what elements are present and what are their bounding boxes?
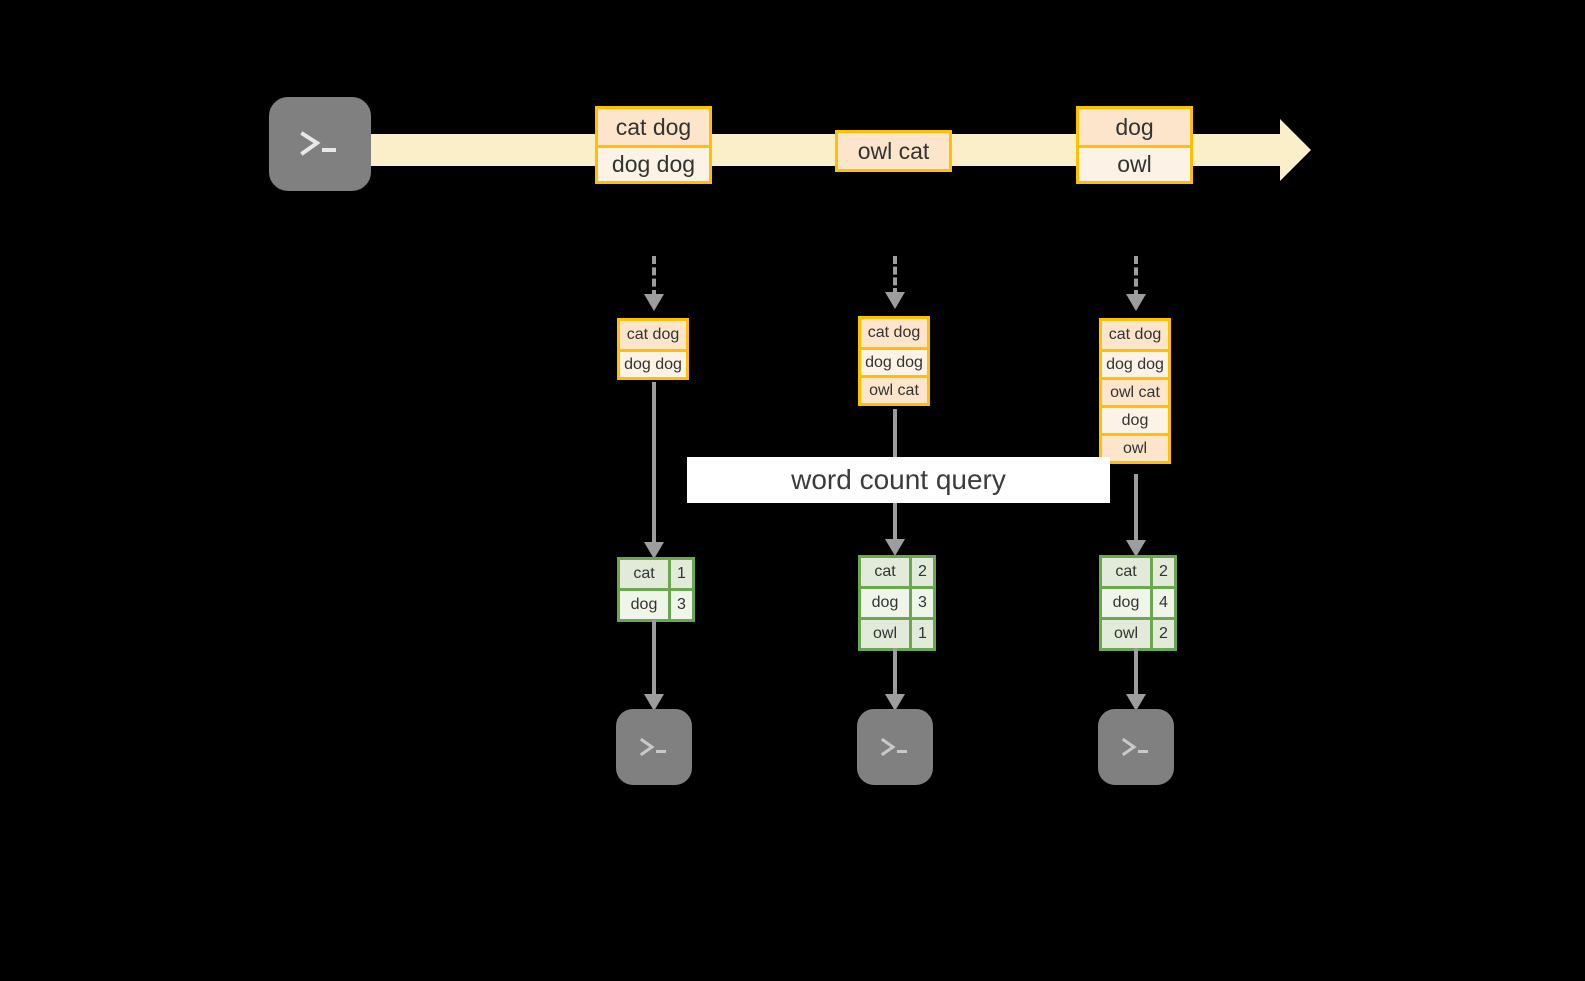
table-row: owl 1 <box>861 617 933 648</box>
stream-event: dog <box>1079 109 1190 145</box>
word-cell: owl <box>861 620 909 648</box>
query-banner: word count query <box>687 457 1110 503</box>
terminal-prompt-glyph <box>864 716 926 778</box>
terminal-prompt-glyph <box>1105 716 1167 778</box>
arrowhead-icon <box>885 694 905 711</box>
arrowhead-icon <box>885 292 905 309</box>
count-cell: 2 <box>1150 620 1174 648</box>
consumer-terminal-icon-3 <box>1097 708 1175 786</box>
count-cell: 3 <box>909 589 933 617</box>
count-cell: 3 <box>668 591 692 619</box>
consumer-terminal-icon-1 <box>615 708 693 786</box>
stream-event-group-2[interactable]: owl cat <box>835 130 952 172</box>
word-cell: owl <box>1102 620 1150 648</box>
terminal-prompt-glyph <box>276 104 364 184</box>
arrowhead-icon <box>885 539 905 556</box>
log-snapshot-2[interactable]: cat dog dog dog owl cat <box>858 316 930 406</box>
result-to-consumer-connector-1 <box>652 620 656 696</box>
count-cell: 2 <box>909 558 933 586</box>
table-row: cat 2 <box>1102 558 1174 586</box>
word-cell: cat <box>1102 558 1150 586</box>
producer-terminal-icon <box>268 96 372 192</box>
word-cell: dog <box>620 591 668 619</box>
log-snapshot-3[interactable]: cat dog dog dog owl cat dog owl <box>1099 318 1171 464</box>
stream-to-log-connector-1 <box>652 256 656 298</box>
stream-event: dog dog <box>598 145 709 181</box>
table-row: dog 3 <box>861 586 933 617</box>
log-entry: dog dog <box>620 349 686 377</box>
table-row: cat 2 <box>861 558 933 586</box>
stream-arrow-head-icon <box>1280 119 1311 181</box>
stream-event-group-3[interactable]: dog owl <box>1076 106 1193 184</box>
stream-event-group-1[interactable]: cat dog dog dog <box>595 106 712 184</box>
arrowhead-icon <box>1126 540 1146 557</box>
log-to-result-connector-3 <box>1134 474 1138 553</box>
consumer-terminal-icon-2 <box>856 708 934 786</box>
log-entry: owl <box>1102 433 1168 461</box>
count-cell: 4 <box>1150 589 1174 617</box>
terminal-prompt-glyph <box>623 716 685 778</box>
table-row: cat 1 <box>620 560 692 588</box>
table-row: owl 2 <box>1102 617 1174 648</box>
word-cell: cat <box>620 560 668 588</box>
log-entry: owl cat <box>861 375 927 403</box>
count-cell: 1 <box>909 620 933 648</box>
count-cell: 1 <box>668 560 692 588</box>
stream-event: cat dog <box>598 109 709 145</box>
stream-to-log-connector-3 <box>1134 256 1138 298</box>
arrowhead-icon <box>644 542 664 559</box>
table-row: dog 3 <box>620 588 692 619</box>
word-cell: dog <box>861 589 909 617</box>
log-to-result-connector-1 <box>652 382 656 554</box>
stream-event: owl <box>1079 145 1190 181</box>
log-entry: dog dog <box>861 347 927 375</box>
result-to-consumer-connector-3 <box>1134 648 1138 696</box>
log-snapshot-1[interactable]: cat dog dog dog <box>617 318 689 380</box>
table-row: dog 4 <box>1102 586 1174 617</box>
query-banner-label: word count query <box>791 464 1006 495</box>
count-cell: 2 <box>1150 558 1174 586</box>
stream-event: owl cat <box>838 133 949 169</box>
word-cell: cat <box>861 558 909 586</box>
arrowhead-icon <box>644 294 664 311</box>
log-entry: dog dog <box>1102 349 1168 377</box>
result-table-1[interactable]: cat 1 dog 3 <box>617 557 695 622</box>
stream-to-log-connector-2 <box>893 256 897 296</box>
arrowhead-icon <box>644 694 664 711</box>
log-entry: cat dog <box>861 319 927 347</box>
word-cell: dog <box>1102 589 1150 617</box>
log-entry: cat dog <box>1102 321 1168 349</box>
arrowhead-icon <box>1126 694 1146 711</box>
arrowhead-icon <box>1126 294 1146 311</box>
result-table-3[interactable]: cat 2 dog 4 owl 2 <box>1099 555 1177 651</box>
log-entry: dog <box>1102 405 1168 433</box>
result-table-2[interactable]: cat 2 dog 3 owl 1 <box>858 555 936 651</box>
log-entry: owl cat <box>1102 377 1168 405</box>
log-entry: cat dog <box>620 321 686 349</box>
result-to-consumer-connector-2 <box>893 648 897 696</box>
